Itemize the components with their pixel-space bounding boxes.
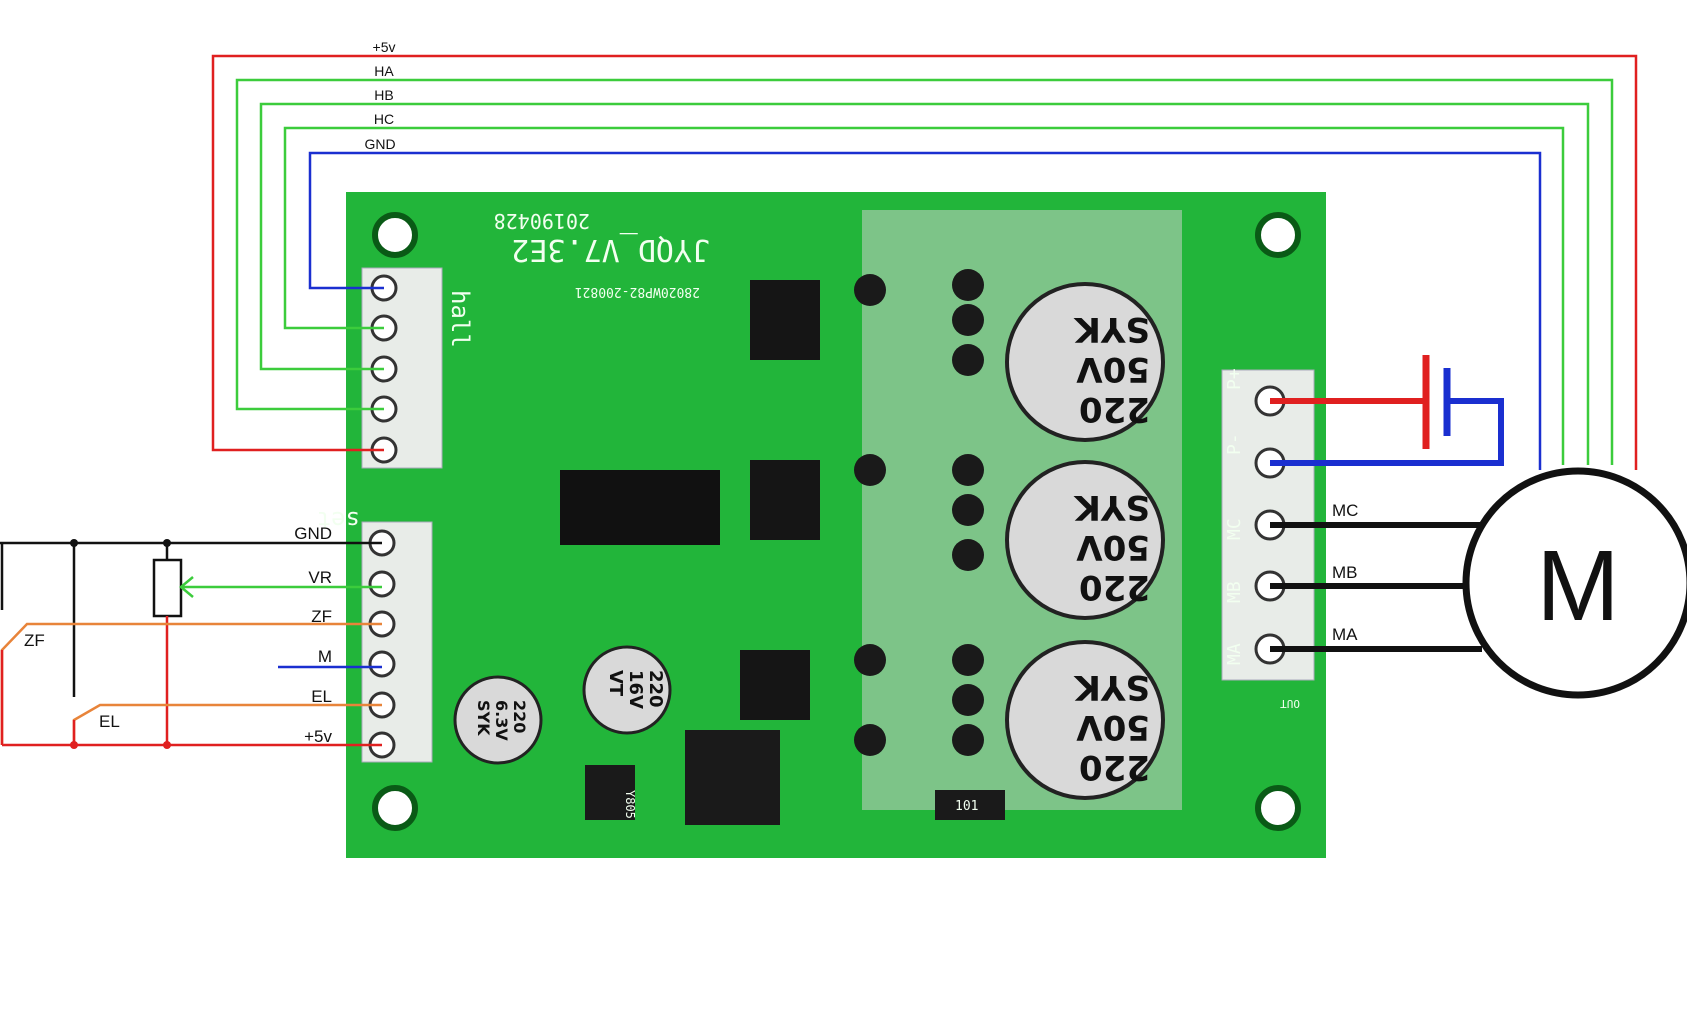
svg-text:P+: P+ xyxy=(1224,368,1245,390)
set-pin-labels: GND VR ZF M EL +5v xyxy=(294,524,332,746)
mosfet-row xyxy=(854,269,984,756)
svg-text:50V: 50V xyxy=(1076,527,1150,567)
svg-text:MC: MC xyxy=(1224,518,1245,540)
set-connector xyxy=(361,521,433,763)
svg-text:P-: P- xyxy=(1224,433,1245,455)
svg-text:HB: HB xyxy=(374,87,393,103)
mount-hole xyxy=(1255,785,1301,831)
svg-text:SYK: SYK xyxy=(1073,667,1150,707)
svg-text:220: 220 xyxy=(1079,567,1150,607)
potentiometer xyxy=(152,558,183,618)
svg-text:SYK: SYK xyxy=(1073,487,1150,527)
svg-text:VR: VR xyxy=(308,568,332,587)
svg-text:220: 220 xyxy=(1079,747,1150,787)
motor-phase-labels: MC MB MA xyxy=(1332,501,1358,644)
svg-text:220: 220 xyxy=(510,700,529,733)
svg-text:+5v: +5v xyxy=(304,727,332,746)
resistor-label: 101 xyxy=(955,799,978,814)
out-label: OUT xyxy=(1280,697,1300,710)
mount-hole xyxy=(372,785,418,831)
board-model: JYQD_V7.3E2 xyxy=(511,232,710,267)
set-header-label: set xyxy=(317,506,360,534)
wire-hb xyxy=(259,102,1590,465)
wire-ha xyxy=(235,78,1614,465)
pcb-board: JYQD_V7.3E2 20190428 28020WP82-200821 ha… xyxy=(317,192,1326,858)
output-pin-labels: P+ P- MC MB MA xyxy=(1224,368,1245,665)
svg-text:MA: MA xyxy=(1332,625,1358,644)
svg-text:SYK: SYK xyxy=(1073,309,1150,349)
regulator-label: Y805 xyxy=(623,790,637,819)
regulator xyxy=(585,765,635,820)
motor-wiring xyxy=(1270,522,1482,652)
svg-text:ZF: ZF xyxy=(311,607,332,626)
svg-text:MA: MA xyxy=(1224,643,1245,665)
wire-el xyxy=(72,703,382,745)
svg-text:HC: HC xyxy=(374,111,394,127)
switch-el-label: EL xyxy=(99,712,120,731)
svg-text:EL: EL xyxy=(311,687,332,706)
power-supply xyxy=(1270,355,1504,466)
capacitor-large-text: SYK 50V 220 SYK 50V 220 SYK 50V 220 xyxy=(1073,309,1150,787)
svg-text:220: 220 xyxy=(1079,389,1150,429)
svg-text:220: 220 xyxy=(645,670,666,708)
motor-symbol xyxy=(1462,467,1687,699)
pcb-code: 28020WP82-200821 xyxy=(575,284,700,299)
junction-dots xyxy=(70,539,171,749)
switch-zf-label: ZF xyxy=(24,631,45,650)
hall-header-label: hall xyxy=(446,290,474,348)
svg-text:GND: GND xyxy=(294,524,332,543)
mosfet-driver xyxy=(740,650,810,720)
wire-5v xyxy=(211,54,1638,470)
svg-text:MB: MB xyxy=(1332,563,1358,582)
transistor xyxy=(685,730,780,825)
mount-hole xyxy=(1255,212,1301,258)
control-circuit xyxy=(0,541,382,747)
svg-text:M: M xyxy=(318,647,332,666)
svg-text:50V: 50V xyxy=(1076,349,1150,389)
wire-gnd xyxy=(308,151,1542,470)
capacitor-small: SYK 6.3V 220 xyxy=(453,675,543,765)
svg-text:6.3V: 6.3V xyxy=(492,700,511,741)
board-date: 20190428 xyxy=(494,209,590,233)
svg-text:SYK: SYK xyxy=(474,700,493,736)
ic-chip xyxy=(560,470,720,545)
svg-text:GND: GND xyxy=(364,136,395,152)
svg-text:16V: 16V xyxy=(625,670,646,709)
hall-wire-labels: +5v HA HB HC GND xyxy=(364,39,395,152)
svg-text:+5v: +5v xyxy=(373,39,396,55)
mosfet-driver xyxy=(750,460,820,540)
capacitor-medium: 220 16V VT xyxy=(582,645,672,735)
svg-text:50V: 50V xyxy=(1076,707,1150,747)
resistor xyxy=(935,790,1005,820)
capacitor-large xyxy=(1005,282,1165,800)
mount-hole xyxy=(372,212,418,258)
hall-wiring xyxy=(211,54,1638,470)
svg-text:MC: MC xyxy=(1332,501,1358,520)
svg-text:VT: VT xyxy=(605,670,626,697)
mosfet-driver xyxy=(750,280,820,360)
svg-text:MB: MB xyxy=(1224,581,1245,603)
wire-hc xyxy=(283,126,1565,465)
svg-text:HA: HA xyxy=(374,63,394,79)
motor-label: M xyxy=(1536,530,1619,642)
